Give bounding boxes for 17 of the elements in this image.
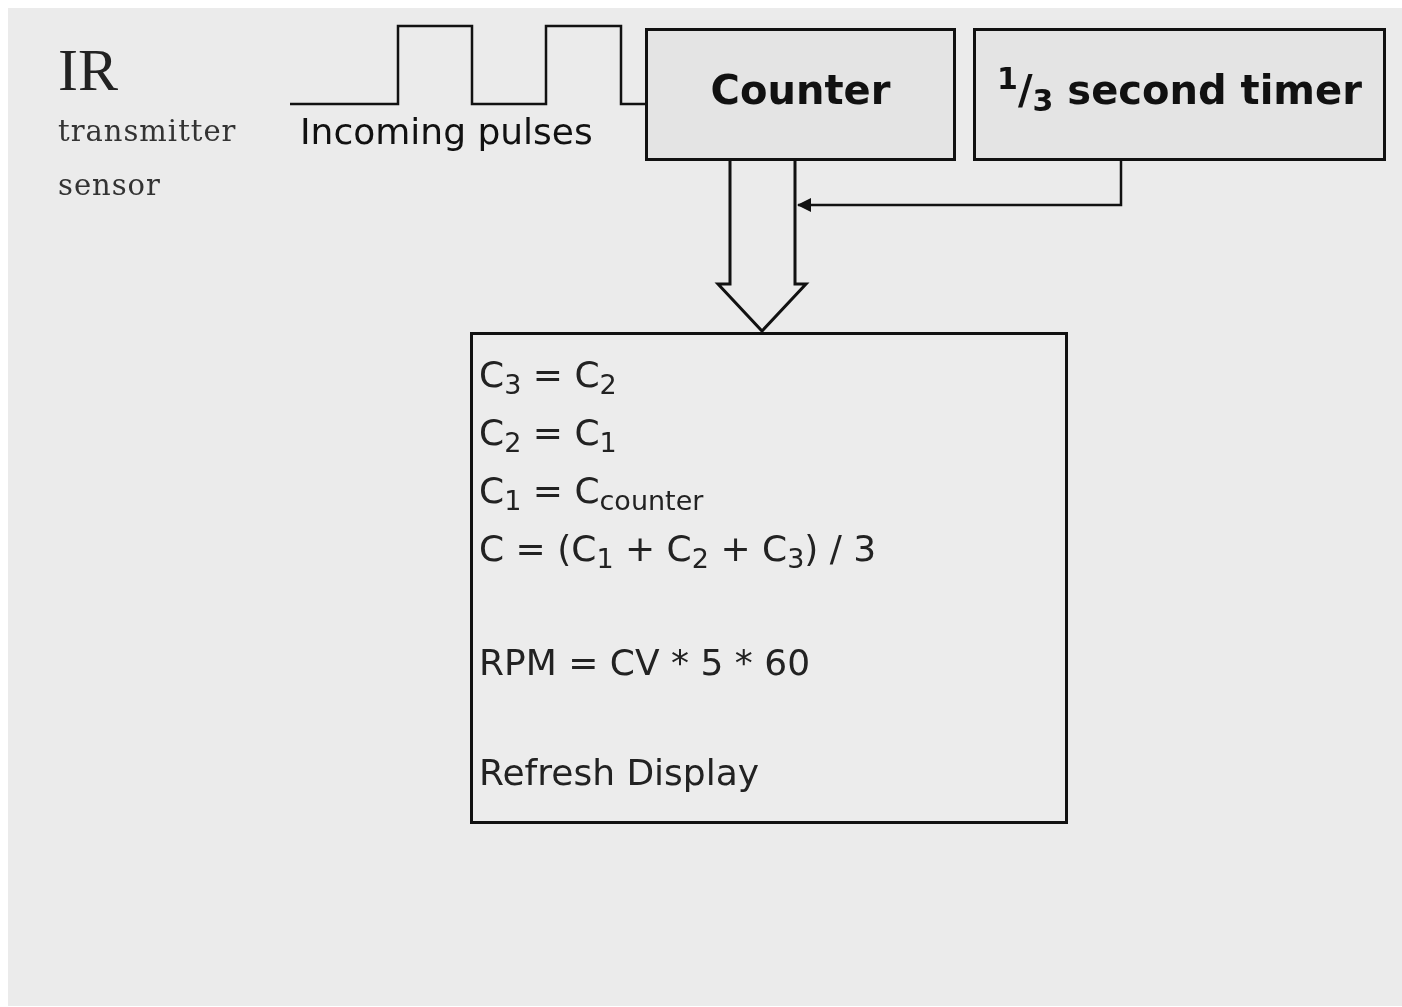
- sensor-label: transmitter sensor: [58, 113, 238, 204]
- block-arrow: [714, 159, 810, 334]
- formula-text: C$_{2}$ = C$_{1}$: [479, 411, 617, 455]
- formula-text: RPM = CV * 5 * 60: [479, 641, 811, 685]
- box-title: Counter: [710, 65, 891, 114]
- process-box: [470, 332, 1068, 824]
- process-box: [645, 28, 956, 161]
- sensor-heading: IR: [58, 36, 118, 104]
- box-title: $^{1}$/$_{3}$ second timer: [997, 65, 1362, 114]
- formula-text: Refresh Display: [479, 751, 760, 795]
- arrow: [797, 161, 1123, 212]
- process-box: [973, 28, 1386, 161]
- formula-text: C$_{3}$ = C$_{2}$: [479, 353, 617, 397]
- formula-text: C$_{1}$ = C$_{counter}$: [479, 469, 704, 513]
- edge-label: Incoming pulses: [300, 110, 593, 154]
- pulse-waveform-line: [290, 24, 645, 106]
- formula-text: C = (C$_{1}$ + C$_{2}$ + C$_{3}$) / 3: [479, 527, 877, 571]
